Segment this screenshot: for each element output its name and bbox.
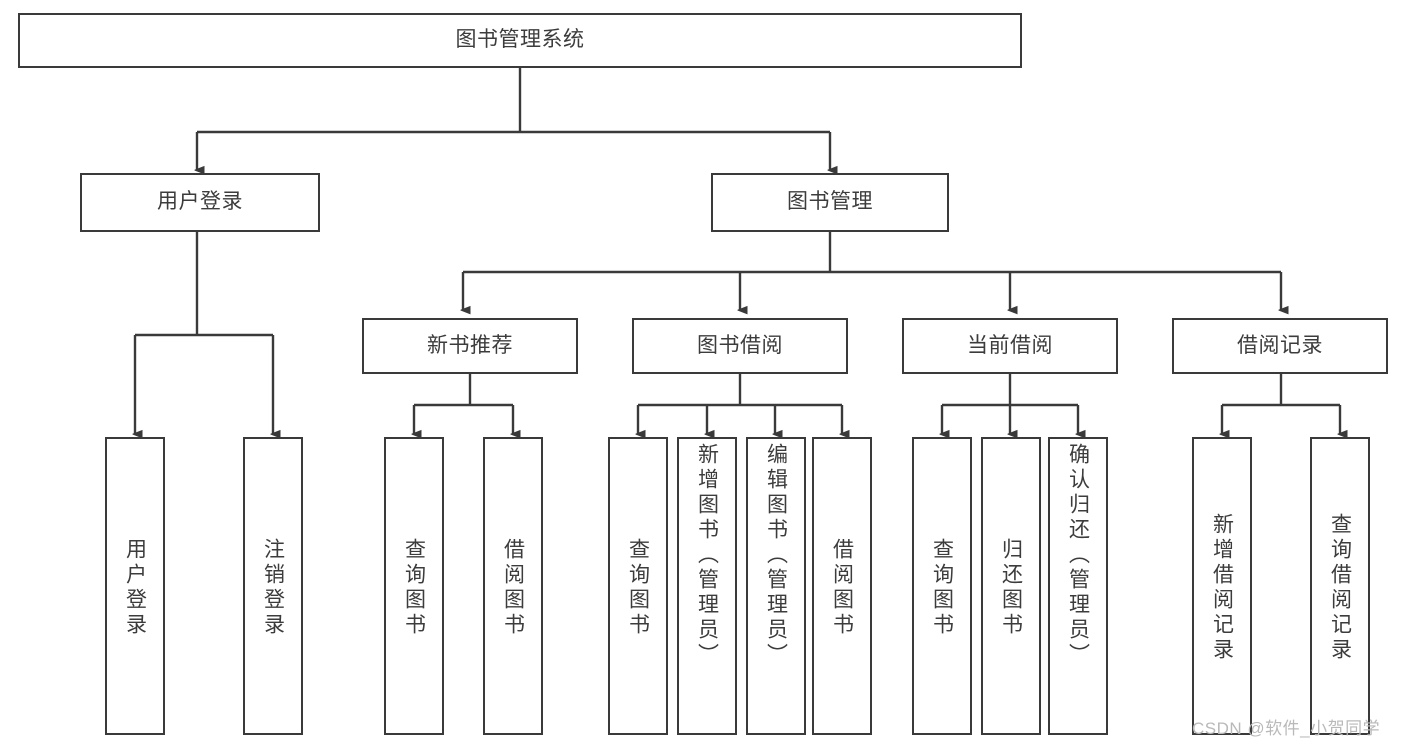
node-label: 当前借阅 — [967, 333, 1053, 357]
node-leaf-query-borrow-record[interactable]: 查询借阅记录 — [1310, 437, 1370, 735]
node-label: 归还图书 — [999, 538, 1023, 638]
node-book-borrow[interactable]: 图书借阅 — [632, 318, 848, 374]
node-label: 用户登录 — [157, 190, 243, 214]
node-leaf-borrow-book-recommend[interactable]: 借阅图书 — [483, 437, 543, 735]
node-user-login[interactable]: 用户登录 — [80, 173, 320, 232]
node-borrow-record[interactable]: 借阅记录 — [1172, 318, 1388, 374]
node-label: 查询图书 — [930, 538, 954, 638]
node-leaf-query-book-recommend[interactable]: 查询图书 — [384, 437, 444, 735]
node-label: 编辑图书（管理员） — [764, 443, 788, 668]
node-leaf-user-login[interactable]: 用户登录 — [105, 437, 165, 735]
node-leaf-confirm-return-admin[interactable]: 确认归还（管理员） — [1048, 437, 1108, 735]
node-label: 查询图书 — [402, 538, 426, 638]
node-leaf-query-book-borrow[interactable]: 查询图书 — [608, 437, 668, 735]
node-leaf-add-borrow-record[interactable]: 新增借阅记录 — [1192, 437, 1252, 735]
node-book-management[interactable]: 图书管理 — [711, 173, 949, 232]
node-label: 图书借阅 — [697, 333, 783, 357]
node-label: 借阅图书 — [501, 538, 525, 638]
node-label: 确认归还（管理员） — [1066, 443, 1090, 668]
node-label: 新书推荐 — [427, 333, 513, 357]
node-leaf-edit-book-admin[interactable]: 编辑图书（管理员） — [746, 437, 806, 735]
node-root-book-management-system[interactable]: 图书管理系统 — [18, 13, 1022, 68]
node-leaf-query-book-current[interactable]: 查询图书 — [912, 437, 972, 735]
node-label: 用户登录 — [123, 538, 147, 638]
node-label: 新增图书（管理员） — [695, 443, 719, 668]
node-leaf-return-book[interactable]: 归还图书 — [981, 437, 1041, 735]
node-current-borrow[interactable]: 当前借阅 — [902, 318, 1118, 374]
node-label: 新增借阅记录 — [1210, 513, 1234, 663]
node-label: 借阅图书 — [830, 538, 854, 638]
node-leaf-borrow-book-borrow[interactable]: 借阅图书 — [812, 437, 872, 735]
node-label: 注销登录 — [261, 538, 285, 638]
node-leaf-logout-login[interactable]: 注销登录 — [243, 437, 303, 735]
node-new-book-recommend[interactable]: 新书推荐 — [362, 318, 578, 374]
node-label: 查询图书 — [626, 538, 650, 638]
node-label: 图书管理系统 — [455, 28, 585, 52]
node-label: 图书管理 — [787, 190, 873, 214]
node-leaf-add-book-admin[interactable]: 新增图书（管理员） — [677, 437, 737, 735]
node-label: 借阅记录 — [1237, 333, 1323, 357]
node-label: 查询借阅记录 — [1328, 513, 1352, 663]
